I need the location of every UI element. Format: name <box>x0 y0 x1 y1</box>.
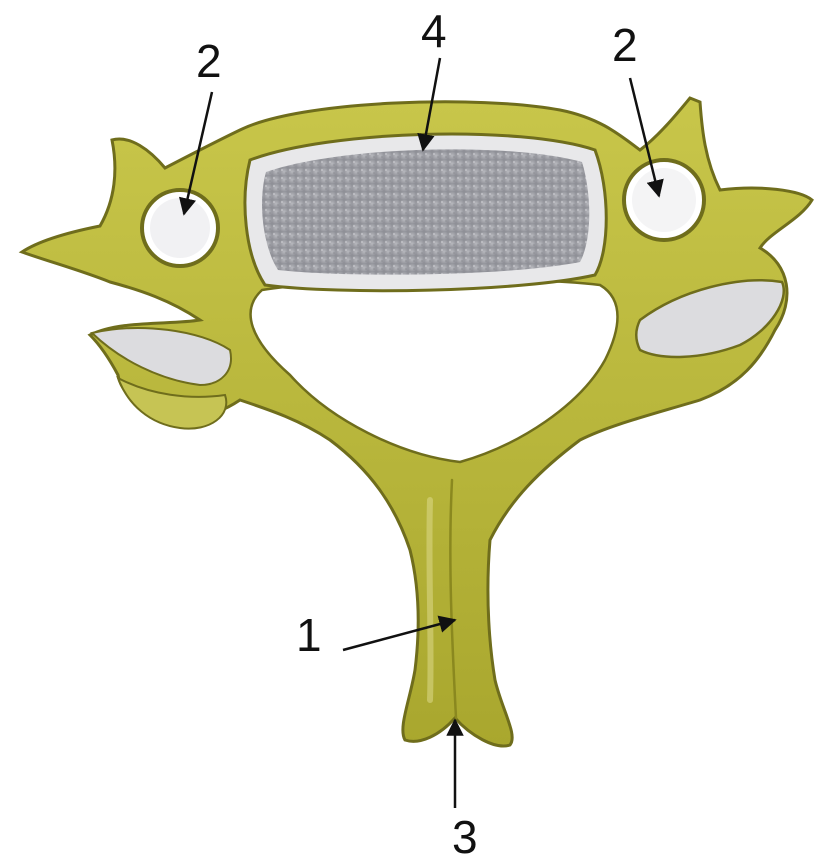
label-1: 1 <box>296 612 322 658</box>
spinous-process-highlight <box>429 500 430 700</box>
label-2-left: 2 <box>196 38 222 84</box>
label-3: 3 <box>452 814 478 860</box>
vertebral-body-surface <box>262 149 589 274</box>
label-2-right: 2 <box>612 22 638 68</box>
label-4: 4 <box>421 8 447 54</box>
